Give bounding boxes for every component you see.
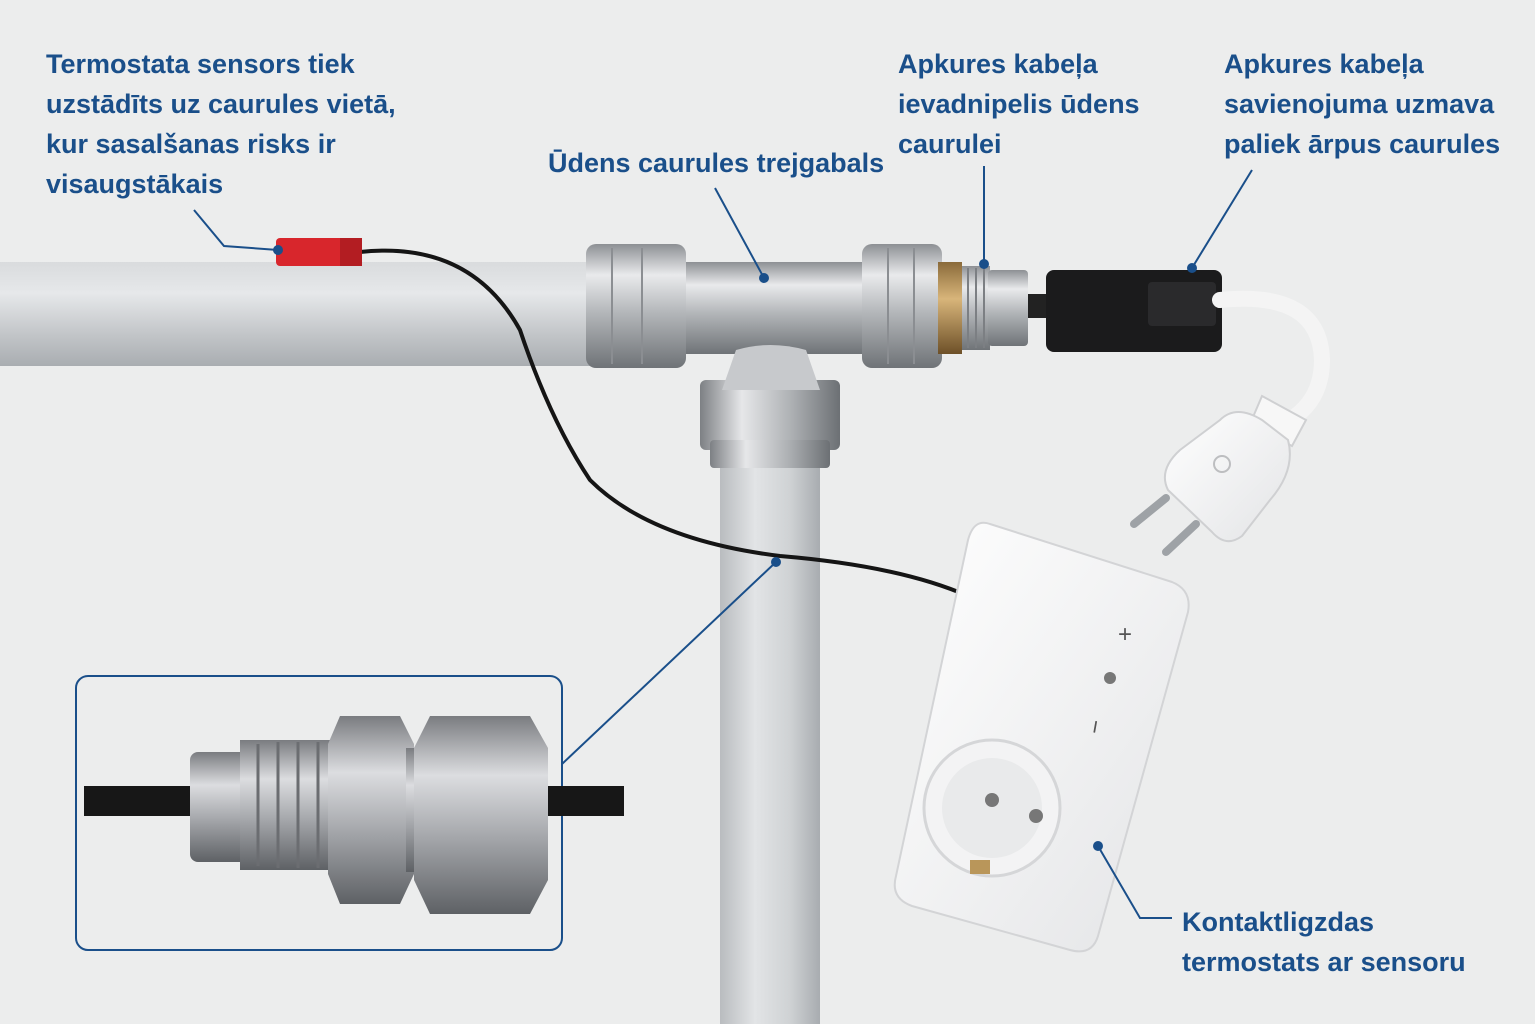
socket-thermostat-icon: + −: [893, 521, 1190, 953]
label-sensor-line-2: uzstādīts uz caurules vietā,: [46, 89, 396, 119]
label-tee-line-1: Ūdens caurules trejgabals: [548, 148, 885, 178]
label-coupling-line-1: Apkures kabeļa: [1224, 49, 1424, 79]
euro-plug-icon: [1130, 394, 1308, 556]
tee-fitting-icon: [586, 244, 942, 468]
cable-coupling-icon: [1046, 270, 1222, 352]
label-thermostat-line-1: Kontaktligzdas: [1182, 907, 1375, 937]
label-thermostat-line-2: termostats ar sensoru: [1182, 947, 1466, 977]
leader-coupling: [1191, 169, 1253, 269]
label-coupling-line-2: savienojuma uzmava: [1224, 89, 1495, 119]
cable-entry-nipple-icon: [938, 262, 1028, 354]
label-sensor: Termostata sensors tiek uzstādīts uz cau…: [46, 44, 396, 204]
leader-tee: [714, 187, 765, 279]
plus-symbol[interactable]: +: [1118, 621, 1132, 648]
leader-thermostat: [1097, 845, 1172, 919]
horizontal-pipe: [0, 262, 600, 366]
label-nipple-line-3: caurulei: [898, 129, 1002, 159]
sensor-cable: [359, 248, 969, 598]
leader-closeup: [561, 561, 777, 765]
label-coupling-line-3: paliek ārpus caurules: [1224, 129, 1501, 159]
label-tee: Ūdens caurules trejgabals: [548, 143, 884, 183]
label-sensor-line-3: kur sasalšanas risks ir: [46, 129, 336, 159]
power-cable: [1212, 290, 1331, 428]
sensor-icon: [276, 238, 362, 266]
status-led: [1104, 672, 1116, 684]
leader-sensor: [193, 209, 279, 251]
label-coupling: Apkures kabeļa savienojuma uzmava paliek…: [1224, 44, 1500, 164]
label-nipple-line-2: ievadnipelis ūdens: [898, 89, 1140, 119]
label-thermostat: Kontaktligzdas termostats ar sensoru: [1182, 902, 1466, 982]
label-sensor-line-1: Termostata sensors tiek: [46, 49, 355, 79]
label-nipple: Apkures kabeļa ievadnipelis ūdens caurul…: [898, 44, 1140, 164]
leader-lines: [193, 166, 1253, 919]
minus-symbol[interactable]: −: [1081, 718, 1110, 736]
label-nipple-line-1: Apkures kabeļa: [898, 49, 1098, 79]
label-sensor-line-4: visaugstākais: [46, 169, 224, 199]
nipple-closeup-icon: [84, 716, 624, 914]
vertical-pipe: [720, 440, 820, 1024]
